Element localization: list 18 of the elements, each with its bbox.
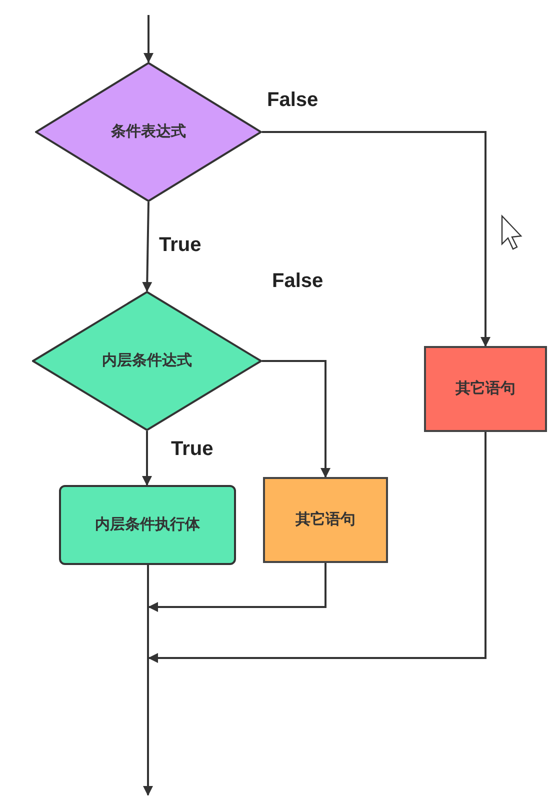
arrow (148, 563, 326, 612)
decision-diamond (35, 62, 262, 202)
node-label: 其它语句 (456, 378, 516, 399)
arrow (262, 131, 490, 347)
node-label: 条件表达式 (111, 122, 186, 142)
decision-diamond (32, 291, 262, 431)
node-label: 内层条件执行体 (95, 514, 200, 535)
arrow (262, 360, 330, 478)
arrow (148, 432, 486, 663)
process-box (59, 485, 236, 565)
process-box (263, 477, 388, 563)
arrow (142, 202, 152, 292)
arrow (142, 431, 152, 486)
node-label: 内层条件达式 (102, 350, 192, 371)
arrow (143, 565, 153, 796)
process-box (424, 346, 547, 432)
arrow (144, 15, 154, 63)
node-label: 其它语句 (296, 510, 356, 530)
